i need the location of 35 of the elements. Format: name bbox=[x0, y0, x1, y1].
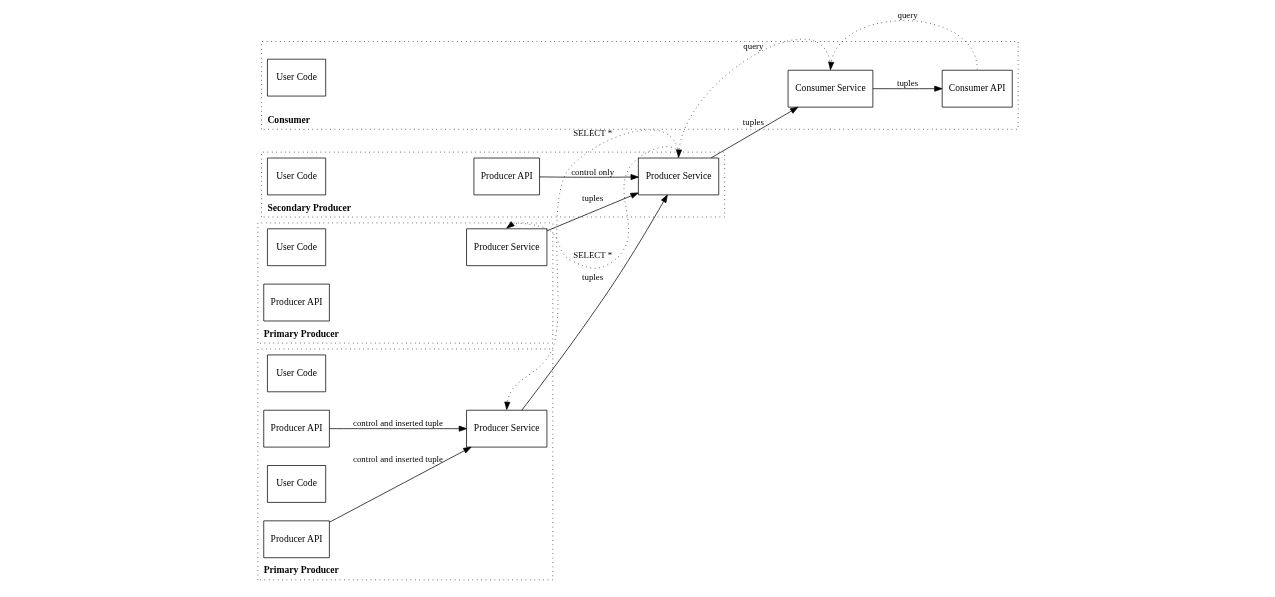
edge-label: control only bbox=[570, 166, 614, 177]
node-box: User Code bbox=[266, 228, 326, 267]
node-box: Producer Service bbox=[465, 228, 547, 267]
node-box: Producer Service bbox=[465, 409, 547, 448]
node-box: Consumer API bbox=[941, 69, 1013, 108]
node-box: User Code bbox=[266, 157, 326, 196]
edge-label: SELECT * bbox=[572, 250, 612, 261]
arrow bbox=[872, 85, 942, 92]
node-box: Producer API bbox=[262, 409, 330, 448]
arrow bbox=[675, 39, 831, 158]
arrow bbox=[520, 194, 668, 411]
arrow bbox=[503, 129, 679, 410]
arrow bbox=[827, 20, 978, 70]
arrow bbox=[710, 106, 798, 159]
edge-label: control and inserted tuple bbox=[352, 454, 443, 465]
node-box: Producer API bbox=[262, 520, 330, 559]
node-box: Consumer Service bbox=[787, 69, 873, 108]
node-box: User Code bbox=[266, 354, 326, 393]
edge-label: tuples bbox=[581, 272, 603, 283]
node-box: Producer Service bbox=[637, 157, 719, 196]
edge-label: tuples bbox=[896, 78, 918, 89]
arrow bbox=[538, 174, 639, 180]
edge-label: tuples bbox=[742, 117, 764, 128]
edge-label: query bbox=[896, 10, 918, 21]
node-box: User Code bbox=[266, 465, 326, 503]
edge-label: tuples bbox=[581, 193, 603, 204]
node-box: Producer API bbox=[262, 283, 330, 322]
node-box: Producer API bbox=[473, 157, 540, 196]
arrow bbox=[546, 192, 639, 232]
edge-label: control and inserted tuple bbox=[352, 418, 443, 429]
arrow bbox=[328, 446, 471, 523]
node-box: User Code bbox=[266, 58, 326, 97]
edge-label: query bbox=[742, 40, 763, 51]
edge-label: SELECT * bbox=[572, 127, 612, 138]
arrow bbox=[328, 425, 467, 432]
